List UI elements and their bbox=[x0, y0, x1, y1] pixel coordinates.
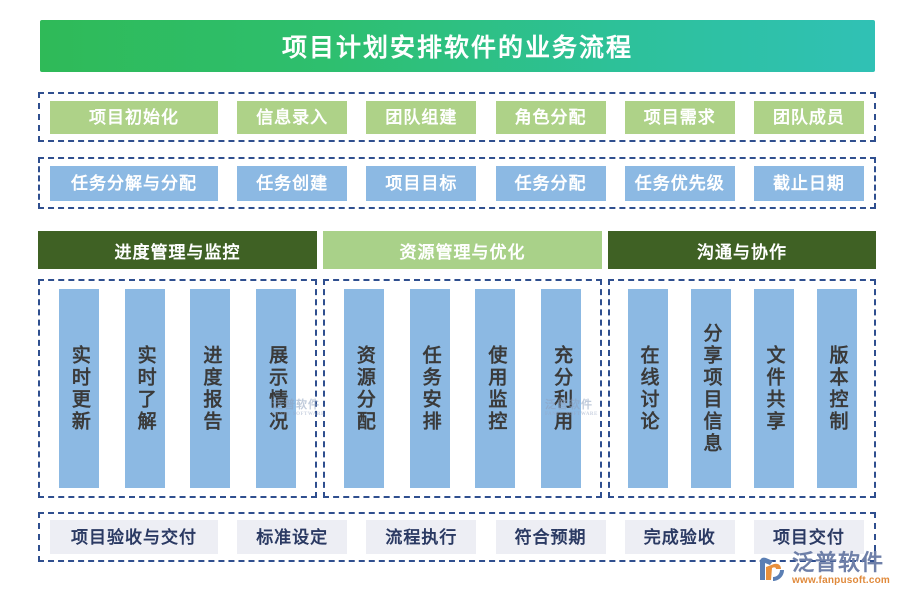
resource-card-label-2: 使用监控 bbox=[485, 344, 507, 433]
communication-card-label-0: 在线讨论 bbox=[637, 344, 659, 433]
communication-card-3[interactable]: 版本控制 bbox=[816, 289, 857, 488]
brand-logo: 泛普软件 www.fanpusoft.com bbox=[757, 552, 890, 586]
delivery-chip-0[interactable]: 项目验收与交付 bbox=[50, 520, 218, 554]
delivery-chip-4[interactable]: 完成验收 bbox=[624, 520, 735, 554]
delivery-chip-1[interactable]: 标准设定 bbox=[237, 520, 348, 554]
communication-card-label-3: 版本控制 bbox=[826, 344, 848, 433]
initiation-chip-4[interactable]: 项目需求 bbox=[624, 100, 735, 134]
row-project-delivery: 项目验收与交付标准设定流程执行符合预期完成验收项目交付 bbox=[40, 514, 874, 560]
resource-card-2[interactable]: 使用监控 bbox=[475, 289, 516, 488]
group-header-communication: 沟通与协作 bbox=[608, 231, 876, 269]
progress-card-0[interactable]: 实时更新 bbox=[58, 289, 99, 488]
resource-card-0[interactable]: 资源分配 bbox=[343, 289, 384, 488]
progress-card-label-2: 进度报告 bbox=[200, 344, 222, 433]
resource-card-label-0: 资源分配 bbox=[353, 344, 375, 433]
progress-card-3[interactable]: 展示情况 bbox=[256, 289, 297, 488]
row-project-initiation: 项目初始化信息录入团队组建角色分配项目需求团队成员 bbox=[40, 94, 874, 140]
group-panel-communication: 在线讨论 分享项目信息 文件共享 版本控制 bbox=[608, 279, 876, 498]
fanpu-logo-icon bbox=[760, 557, 784, 581]
communication-card-0[interactable]: 在线讨论 bbox=[627, 289, 668, 488]
resource-card-label-1: 任务安排 bbox=[419, 344, 441, 433]
progress-card-label-3: 展示情况 bbox=[266, 344, 288, 433]
task-chip-4[interactable]: 任务优先级 bbox=[624, 165, 735, 201]
progress-card-label-1: 实时了解 bbox=[134, 344, 156, 433]
brand-url: www.fanpusoft.com bbox=[792, 575, 891, 586]
progress-card-2[interactable]: 进度报告 bbox=[190, 289, 231, 488]
initiation-chip-0[interactable]: 项目初始化 bbox=[50, 100, 218, 134]
resource-card-1[interactable]: 任务安排 bbox=[409, 289, 450, 488]
communication-card-2[interactable]: 文件共享 bbox=[753, 289, 794, 488]
brand-text: 泛普软件 www.fanpusoft.com bbox=[792, 552, 890, 586]
row-task-breakdown: 任务分解与分配任务创建项目目标任务分配任务优先级截止日期 bbox=[40, 159, 874, 207]
initiation-chip-2[interactable]: 团队组建 bbox=[366, 100, 477, 134]
communication-card-label-2: 文件共享 bbox=[763, 344, 785, 433]
band-project-delivery: 项目验收与交付标准设定流程执行符合预期完成验收项目交付 bbox=[38, 512, 876, 562]
page-title-banner: 项目计划安排软件的业务流程 bbox=[40, 20, 875, 72]
resource-card-label-3: 充分利用 bbox=[551, 344, 573, 433]
communication-card-label-1: 分享项目信息 bbox=[700, 322, 722, 455]
task-chip-3[interactable]: 任务分配 bbox=[495, 165, 606, 201]
page-title: 项目计划安排软件的业务流程 bbox=[281, 35, 633, 62]
initiation-chip-3[interactable]: 角色分配 bbox=[495, 100, 606, 134]
initiation-chip-5[interactable]: 团队成员 bbox=[753, 100, 864, 134]
resource-card-3[interactable]: 充分利用 bbox=[541, 289, 582, 488]
communication-card-1[interactable]: 分享项目信息 bbox=[690, 289, 731, 488]
group-header-progress: 进度管理与监控 bbox=[38, 231, 317, 269]
brand-name: 泛普软件 bbox=[792, 550, 885, 575]
group-panel-resource: 资源分配 任务安排 使用监控 充分利用 bbox=[323, 279, 602, 498]
band-task-breakdown: 任务分解与分配任务创建项目目标任务分配任务优先级截止日期 bbox=[38, 157, 876, 209]
task-chip-0[interactable]: 任务分解与分配 bbox=[50, 165, 218, 201]
group-header-resource: 资源管理与优化 bbox=[323, 231, 602, 269]
initiation-chip-1[interactable]: 信息录入 bbox=[237, 100, 348, 134]
task-chip-2[interactable]: 项目目标 bbox=[366, 165, 477, 201]
progress-card-label-0: 实时更新 bbox=[68, 344, 90, 433]
delivery-chip-5[interactable]: 项目交付 bbox=[753, 520, 864, 554]
progress-card-1[interactable]: 实时了解 bbox=[124, 289, 165, 488]
delivery-chip-2[interactable]: 流程执行 bbox=[366, 520, 477, 554]
group-panel-progress: 实时更新 实时了解 进度报告 展示情况 bbox=[38, 279, 317, 498]
task-chip-5[interactable]: 截止日期 bbox=[753, 165, 864, 201]
band-project-initiation: 项目初始化信息录入团队组建角色分配项目需求团队成员 bbox=[38, 92, 876, 142]
task-chip-1[interactable]: 任务创建 bbox=[237, 165, 348, 201]
delivery-chip-3[interactable]: 符合预期 bbox=[495, 520, 606, 554]
